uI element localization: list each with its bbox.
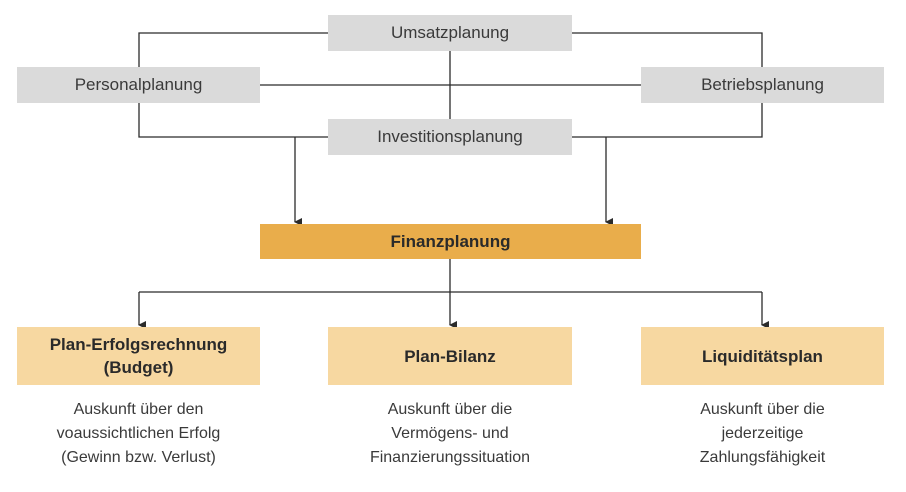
box-umsatzplanung: Umsatzplanung (328, 15, 572, 51)
box-plan-erfolgsrechnung: Plan-Erfolgsrechnung (Budget) (17, 327, 260, 385)
title-plan-erfolgsrechnung-line-1: Plan-Erfolgsrechnung (49, 335, 228, 354)
description-line: Finanzierungssituation (369, 449, 531, 466)
box-plan-bilanz: Plan-Bilanz (328, 327, 572, 385)
description-plan-erfolgsrechnung: Auskunft über den voaussichtlichen Erfol… (17, 398, 260, 470)
description-plan-bilanz: Auskunft über die Vermögens- und Finanzi… (328, 398, 572, 470)
title-plan-erfolgsrechnung-line-2: (Budget) (103, 358, 174, 377)
description-liquiditaetsplan: Auskunft über die jederzeitige Zahlungsf… (641, 398, 884, 470)
label-betriebsplanung: Betriebsplanung (701, 75, 824, 94)
description-line: Auskunft über die (700, 401, 825, 418)
description-line: Vermögens- und (391, 425, 509, 442)
label-personalplanung: Personalplanung (74, 75, 203, 94)
box-liquiditaetsplan: Liquiditätsplan (641, 327, 884, 385)
box-personalplanung: Personalplanung (17, 67, 260, 103)
description-line: Zahlungsfähigkeit (699, 449, 826, 466)
description-line: Auskunft über die (387, 401, 513, 418)
box-betriebsplanung: Betriebsplanung (641, 67, 884, 103)
box-finanzplanung: Finanzplanung (260, 224, 641, 259)
label-umsatzplanung: Umsatzplanung (390, 23, 510, 42)
title-plan-bilanz: Plan-Bilanz (404, 346, 496, 366)
description-line: (Gewinn bzw. Verlust) (61, 449, 216, 466)
box-investitionsplanung: Investitionsplanung (328, 119, 572, 155)
label-finanzplanung: Finanzplanung (390, 231, 511, 251)
title-liquiditaetsplan: Liquiditätsplan (702, 346, 823, 366)
description-line: Auskunft über den (73, 401, 204, 418)
description-line: jederzeitige (721, 425, 804, 442)
label-investitionsplanung: Investitionsplanung (377, 127, 523, 146)
description-line: voaussichtlichen Erfolg (56, 425, 221, 442)
